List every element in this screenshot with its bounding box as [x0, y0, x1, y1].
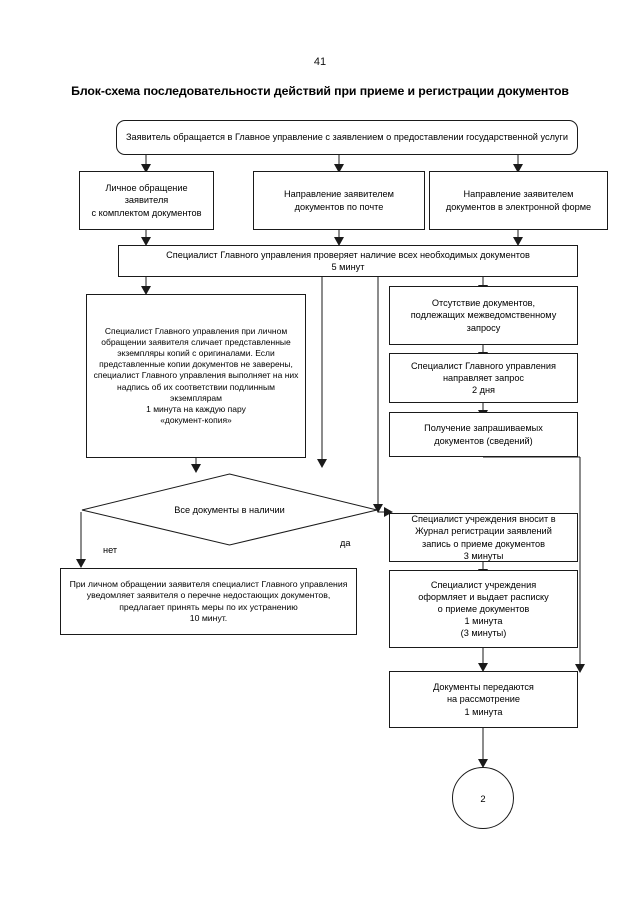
node-electronic-form: Направление заявителем документов в элек…: [429, 171, 608, 230]
node-send-request: Специалист Главного управления направляе…: [389, 353, 578, 403]
node-applicant-request: Заявитель обращается в Главное управлени…: [116, 120, 578, 155]
node-text: Специалист учреждения вносит в Журнал ре…: [411, 514, 556, 561]
node-text: Все документы в наличии: [174, 504, 285, 515]
diamond-shape: [81, 473, 378, 546]
node-text: Специалист Главного управления при лично…: [93, 326, 299, 425]
node-text: При личном обращении заявителя специалис…: [69, 578, 348, 623]
node-text: Направление заявителем документов в элек…: [445, 189, 592, 212]
node-notify-missing-documents: При личном обращении заявителя специалис…: [60, 568, 357, 635]
node-journal-entry: Специалист учреждения вносит в Журнал ре…: [389, 513, 578, 562]
node-text: Заявитель обращается в Главное управлени…: [125, 132, 569, 143]
node-text: Документы передаются на рассмотрение 1 м…: [433, 682, 534, 717]
node-text: Специалист Главного управления направляе…: [411, 360, 556, 396]
node-by-mail: Направление заявителем документов по поч…: [253, 171, 425, 230]
node-compare-copies: Специалист Главного управления при лично…: [86, 294, 306, 458]
node-text: Направление заявителем документов по поч…: [284, 189, 394, 212]
node-personal-visit: Личное обращение заявителя с комплектом …: [79, 171, 214, 230]
node-text: Личное обращение заявителя с комплектом …: [91, 183, 202, 218]
edge-label-yes: да: [340, 538, 351, 548]
page-title: Блок-схема последовательности действий п…: [71, 84, 569, 98]
node-text: Специалист учреждения оформляет и выдает…: [418, 579, 549, 639]
page-number: 41: [313, 56, 327, 68]
node-decision-all-documents-present: Все документы в наличии: [81, 473, 378, 546]
node-connector-2: 2: [452, 767, 514, 829]
node-text: 2: [480, 792, 486, 804]
edge-label-no: нет: [103, 545, 118, 555]
node-missing-interagency-docs: Отсутствие документов, подлежащих межвед…: [389, 286, 578, 345]
node-documents-forwarded: Документы передаются на рассмотрение 1 м…: [389, 671, 578, 728]
node-issue-receipt: Специалист учреждения оформляет и выдает…: [389, 570, 578, 648]
node-check-documents: Специалист Главного управления проверяет…: [118, 245, 578, 277]
node-text: Отсутствие документов, подлежащих межвед…: [410, 298, 557, 333]
node-text: Специалист Главного управления проверяет…: [166, 249, 530, 272]
node-receive-documents: Получение запрашиваемых документов (свед…: [389, 412, 578, 457]
node-text: Получение запрашиваемых документов (свед…: [424, 423, 543, 446]
